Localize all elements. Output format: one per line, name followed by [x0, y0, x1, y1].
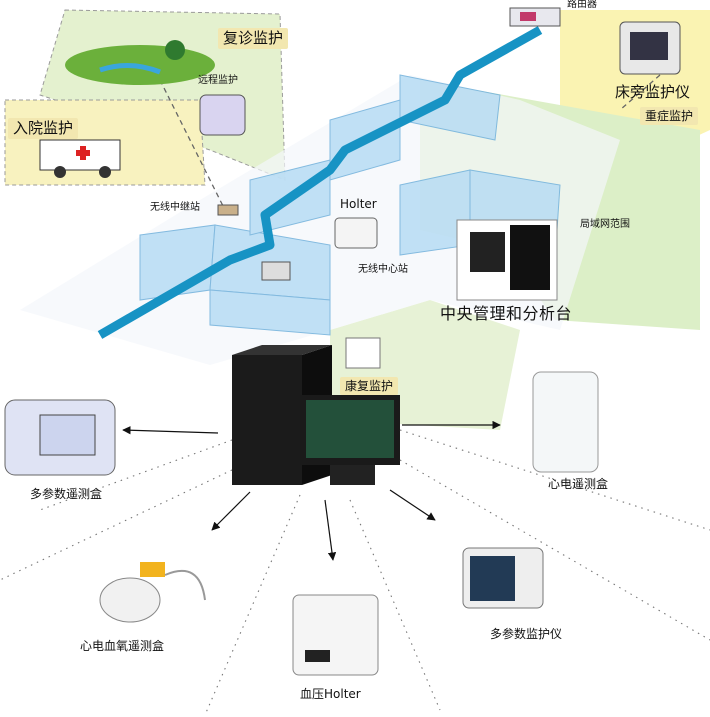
remote-label: 远程监护 — [198, 75, 238, 86]
ecg-box-device — [532, 371, 599, 473]
multi-param-box-device — [4, 399, 116, 476]
wireless-center-device — [261, 261, 291, 281]
network-backbone — [97, 26, 543, 339]
lan-range-label: 局域网范围 — [580, 219, 630, 230]
device-arrows — [122, 420, 501, 561]
ecg-box-label: 心电遥测盒 — [548, 477, 609, 491]
ambulance — [39, 139, 121, 178]
holter-label: Holter — [340, 197, 377, 211]
holter-device — [334, 217, 378, 249]
multi-param-box-label: 多参数遥测盒 — [30, 487, 103, 501]
icu-label: 重症监护 — [640, 107, 699, 125]
central-label: 中央管理和分析台 — [440, 304, 573, 323]
bp-holter-label: 血压Holter — [300, 687, 361, 701]
remote-monitor-device — [199, 94, 246, 136]
rehab-label: 康复监护 — [340, 377, 399, 395]
main-monitor — [300, 395, 400, 485]
multi-param-monitor-label: 多参数监护仪 — [490, 627, 563, 641]
ecg-spo2-box-label: 心电血氧遥测盒 — [80, 639, 165, 653]
router-label: 路由器 — [567, 0, 597, 10]
wireless-links — [159, 74, 661, 211]
range-dots — [0, 429, 710, 716]
wireless-relay-label: 无线中继站 — [150, 202, 200, 213]
rehab-device — [345, 337, 381, 369]
bedside-monitor-device — [619, 21, 681, 75]
bp-holter-device — [292, 594, 379, 676]
central-station-device — [456, 219, 558, 301]
router-device — [509, 7, 561, 27]
relay-device — [217, 204, 239, 216]
ecg-spo2-box-device — [99, 562, 206, 623]
bedside-label: 床旁监护仪 — [615, 83, 691, 101]
multi-param-monitor-device — [462, 547, 544, 609]
wireless-center-label: 无线中心站 — [358, 264, 408, 275]
admission-label: 入院监护 — [8, 118, 79, 139]
revisit-label: 复诊监护 — [218, 28, 289, 49]
